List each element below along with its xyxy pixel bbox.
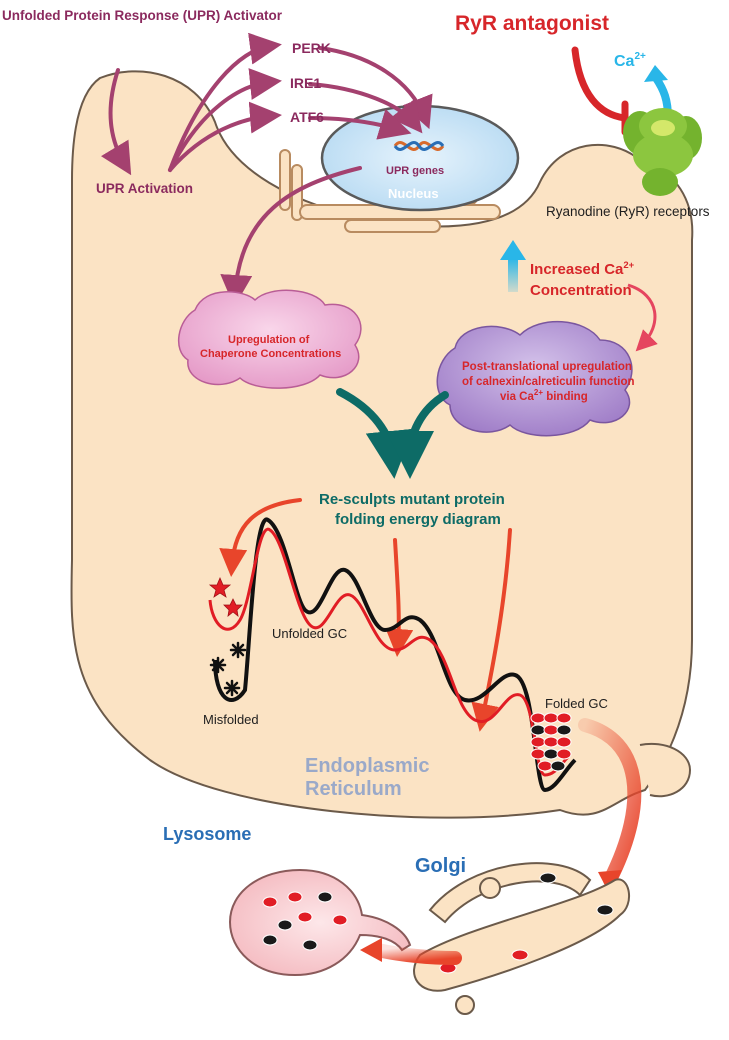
er-bud (639, 742, 692, 798)
folded-protein-stack (530, 712, 572, 772)
perk-label: PERK (292, 40, 331, 56)
lysosome-label: Lysosome (163, 824, 251, 844)
ca-to-calnexin-arrow (627, 283, 658, 352)
golgi-to-lysosome-arrowhead (360, 938, 382, 962)
calnexin-line3-sup: 2+ (534, 388, 543, 397)
golgi-apparatus (413, 862, 631, 1015)
star-protein-icon (208, 576, 243, 617)
golgi-to-lysosome-arrow (371, 943, 462, 965)
increased-ca-arrowhead (500, 240, 526, 260)
atf6-label: ATF6 (290, 109, 324, 125)
resculpt-label-line1: Re-sculpts mutant protein (319, 491, 505, 508)
unfolded-gc-label: Unfolded GC (272, 626, 347, 641)
er-label-line2: Reticulum (305, 778, 402, 800)
ire1-label: IRE1 (290, 75, 321, 91)
nucleus-label: Nucleus (388, 186, 439, 201)
chaperone-cloud (177, 289, 362, 389)
misfolded-protein-icons (209, 641, 247, 697)
resculpt-label-line2: folding energy diagram (335, 511, 501, 528)
increased-ca-arrow (508, 258, 518, 292)
chaperone-label-line1: Upregulation of (228, 334, 310, 346)
calnexin-label-line3: via Ca2+ binding (500, 388, 588, 403)
upr-activation-label: UPR Activation (96, 181, 193, 196)
upr-genes-label: UPR genes (386, 165, 444, 177)
energy-shift-arrows (219, 498, 512, 732)
ryr-antagonist-label: RyR antagonist (455, 12, 609, 35)
chaperone-label-line2: Chaperone Concentrations (200, 348, 341, 360)
calnexin-cloud (436, 320, 633, 437)
upr-activator-label: Unfolded Protein Response (UPR) Activato… (2, 8, 283, 23)
ca-release-arrowhead (644, 65, 668, 82)
increased-ca-label: Increased Ca2+ (530, 260, 635, 278)
ca-label: Ca2+ (614, 51, 646, 70)
energy-curve-resculpted (208, 527, 572, 777)
er-to-golgi-arrow (578, 718, 642, 887)
calnexin-line3-pre: via Ca (500, 391, 534, 403)
increased-ca-base: Increased Ca (530, 261, 624, 278)
calnexin-label-line2: of calnexin/calreticulin function (462, 376, 635, 388)
dna-icon (393, 141, 445, 151)
misfolded-label: Misfolded (203, 712, 259, 727)
ryr-receptors-label: Ryanodine (RyR) receptors (546, 204, 710, 219)
convergence-arrows (336, 388, 449, 479)
calnexin-label-line1: Post-translational upregulation (462, 361, 632, 373)
increased-ca-sup: 2+ (623, 260, 634, 271)
lysosome-cargo (262, 891, 348, 951)
ca-label-base: Ca (614, 53, 635, 70)
calnexin-line3-post: binding (543, 391, 588, 403)
ryanodine-receptor-icon (623, 108, 702, 196)
concentration-label: Concentration (530, 282, 632, 299)
energy-curve-original (213, 517, 577, 793)
folded-gc-label: Folded GC (545, 696, 608, 711)
ca-label-sup: 2+ (634, 51, 646, 62)
upr-arrows (100, 32, 433, 307)
golgi-label: Golgi (415, 855, 466, 877)
lysosome (228, 868, 412, 977)
er-label-line1: Endoplasmic (305, 755, 429, 777)
